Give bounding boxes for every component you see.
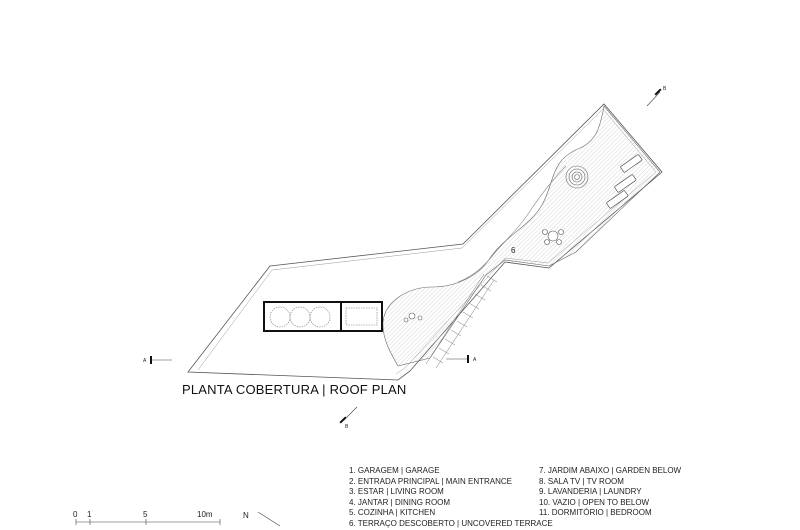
table-and-chairs — [542, 229, 564, 245]
svg-text:5: 5 — [143, 510, 148, 519]
legend-right: 7. JARDIM ABAIXO | GARDEN BELOW 8. SALA … — [539, 466, 681, 519]
scale-bar: 0 1 5 10m — [73, 510, 221, 525]
skylight-boxes — [263, 301, 383, 332]
section-mark-a-left: A — [143, 356, 172, 364]
legend-item: 3. ESTAR | LIVING ROOM — [349, 487, 444, 497]
svg-text:10m: 10m — [197, 510, 213, 519]
legend-item: 4. JANTAR | DINING ROOM — [349, 497, 451, 507]
legend-item: 11. DORMITÓRIO | BEDROOM — [539, 508, 652, 518]
svg-text:B: B — [663, 86, 667, 92]
svg-text:N: N — [243, 511, 249, 520]
legend-item: 6. TERRAÇO DESCOBERTO | UNCOVERED TERRAC… — [349, 518, 553, 528]
svg-text:A: A — [473, 357, 477, 363]
svg-text:A: A — [143, 358, 147, 364]
room-number-6: 6 — [511, 246, 516, 255]
garden-curve — [457, 165, 567, 283]
legend-item: 5. COZINHA | KITCHEN — [349, 508, 436, 518]
stairs — [425, 273, 498, 369]
roof-outline — [187, 103, 663, 381]
section-mark-a-right: A — [446, 355, 477, 363]
legend-item: 8. SALA TV | TV ROOM — [539, 476, 624, 486]
round-skylight — [565, 165, 589, 189]
legend-left: 1. GARAGEM | GARAGE 2. ENTRADA PRINCIPAL… — [349, 466, 553, 530]
svg-text:1: 1 — [87, 510, 92, 519]
terrace-hatch-area — [382, 105, 661, 367]
plan-title: PLANTA COBERTURA | ROOF PLAN — [182, 382, 407, 397]
small-table — [403, 312, 423, 323]
svg-text:B: B — [345, 424, 349, 430]
legend-item: 10. VAZIO | OPEN TO BELOW — [539, 497, 650, 507]
sun-loungers — [606, 154, 643, 209]
legend-item: 9. LAVANDERIA | LAUNDRY — [539, 487, 642, 497]
legend-item: 7. JARDIM ABAIXO | GARDEN BELOW — [539, 466, 682, 475]
north-arrow: N — [243, 511, 281, 527]
legend-item: 1. GARAGEM | GARAGE — [349, 466, 440, 475]
section-mark-b-bottom: B — [339, 406, 358, 430]
legend-item: 2. ENTRADA PRINCIPAL | MAIN ENTRANCE — [349, 476, 512, 486]
section-mark-b-top: B — [646, 86, 667, 107]
svg-text:0: 0 — [73, 510, 78, 519]
